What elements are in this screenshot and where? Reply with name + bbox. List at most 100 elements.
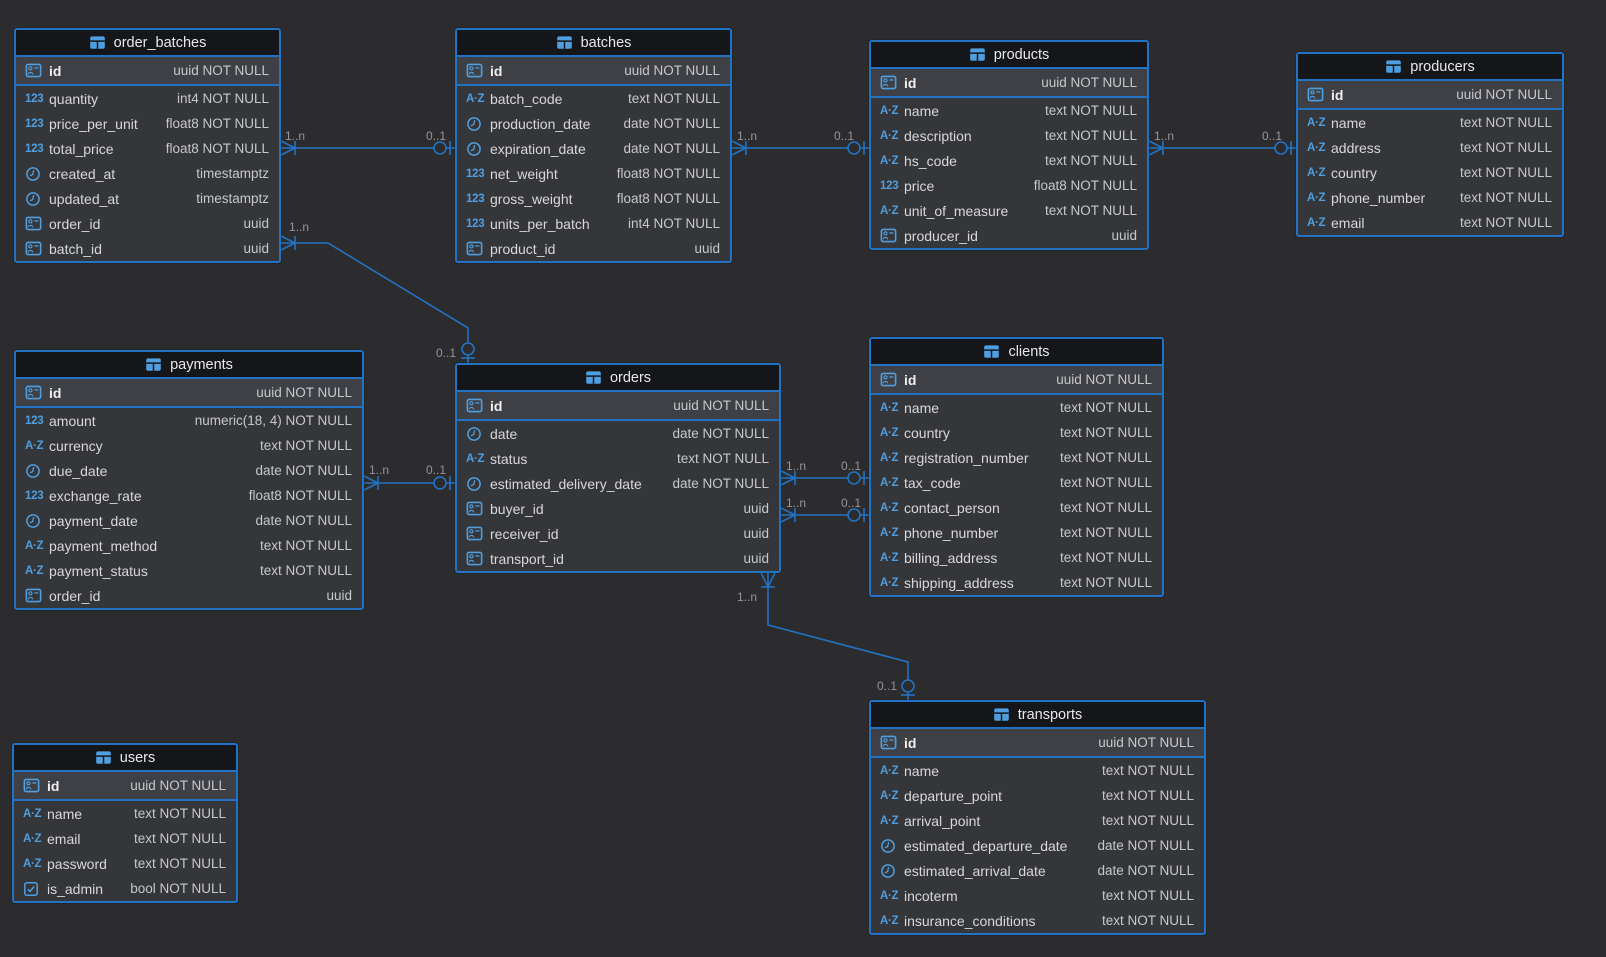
table-header-producers[interactable]: producers <box>1298 54 1562 81</box>
table-header-users[interactable]: users <box>14 745 236 772</box>
field-type: uuid <box>243 216 269 231</box>
table-header-transports[interactable]: transports <box>871 702 1204 729</box>
relationship-orders-transports[interactable]: 1..n0..1 <box>737 572 915 700</box>
table-header-payments[interactable]: payments <box>16 352 362 379</box>
relationship-order_batches-orders[interactable]: 1..n0..1 <box>280 220 475 363</box>
id-card-icon <box>23 777 47 794</box>
table-header-orders[interactable]: orders <box>457 365 779 392</box>
field-name: shipping_address <box>904 574 1014 591</box>
table-header-products[interactable]: products <box>871 42 1147 69</box>
id-card-icon <box>880 227 904 244</box>
table-header-order_batches[interactable]: order_batches <box>16 30 279 57</box>
table-header-batches[interactable]: batches <box>457 30 730 57</box>
table-header-clients[interactable]: clients <box>871 339 1162 366</box>
id-card-icon <box>25 215 49 232</box>
field-name: insurance_conditions <box>904 912 1036 929</box>
